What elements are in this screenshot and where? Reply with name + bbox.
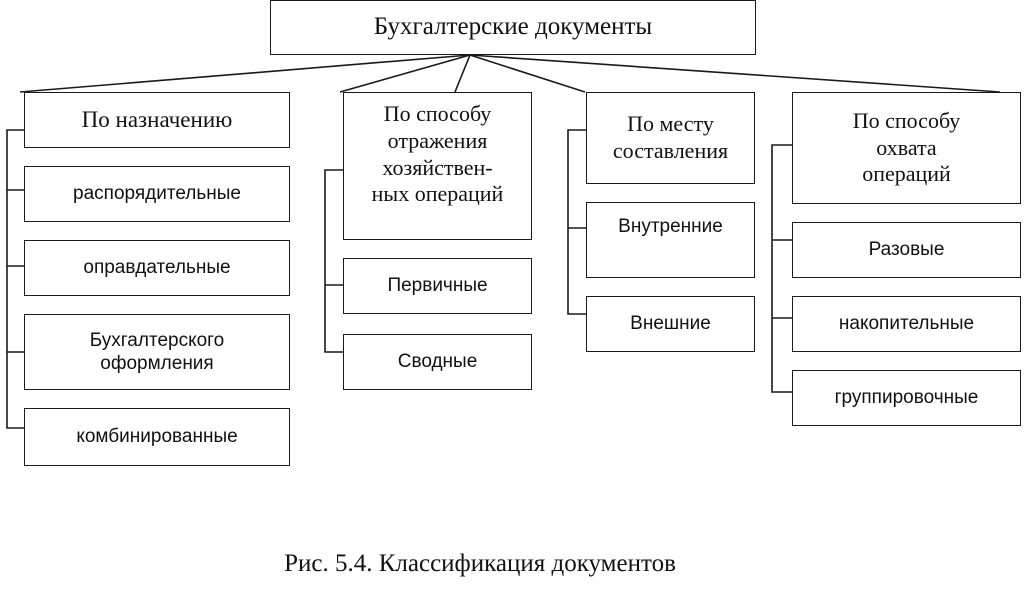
group-1-item-1: распорядительные — [24, 166, 290, 222]
group-1-header: По назначению — [24, 92, 290, 148]
figure-caption: Рис. 5.4. Классификация документов — [284, 550, 676, 577]
bracket-group-1 — [6, 129, 24, 429]
connector-root-to-group-1 — [19, 54, 471, 93]
group-3-header: По месту составления — [586, 92, 755, 184]
bracket-group-4 — [771, 144, 792, 393]
group-3-item-1: Внутренние — [586, 202, 755, 278]
group-4-header: По способу охвата операций — [792, 92, 1021, 204]
group-2-header: По способу отражения хозяйствен- ных опе… — [343, 92, 532, 240]
bracket-group-3 — [567, 129, 586, 315]
group-1-item-4: комбинированные — [24, 408, 290, 466]
connector-root-to-group-4 — [469, 54, 1001, 93]
root-box: Бухгалтерские документы — [270, 0, 756, 55]
group-4-item-3: группировочные — [792, 370, 1021, 426]
group-4-item-2: накопительные — [792, 296, 1021, 352]
group-1-item-3: Бухгалтерского оформления — [24, 314, 290, 390]
connector-root-to-group-3 — [469, 54, 586, 93]
group-2-item-2: Сводные — [343, 334, 532, 390]
group-2-item-1: Первичные — [343, 258, 532, 314]
group-1-item-2: оправдательные — [24, 240, 290, 296]
bracket-group-2 — [324, 169, 343, 353]
connector-root-to-group-2 — [339, 54, 471, 93]
group-4-item-1: Разовые — [792, 222, 1021, 278]
connector-root-stem — [454, 54, 471, 93]
group-3-item-2: Внешние — [586, 296, 755, 352]
